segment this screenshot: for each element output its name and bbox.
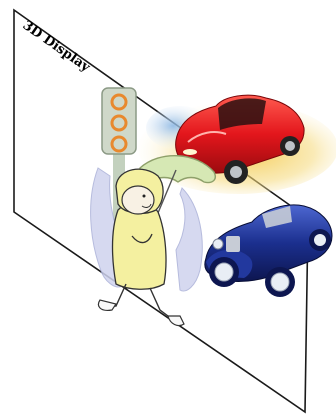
blue-car-rear-rim-2: [314, 234, 326, 246]
person-face: [122, 186, 154, 214]
traffic-light-housing: [102, 88, 136, 154]
red-car-headlight: [183, 149, 197, 155]
blue-car-grille: [226, 236, 240, 252]
blue-car: [205, 205, 332, 297]
person-eye: [143, 195, 146, 198]
person-shoe-right: [168, 316, 184, 326]
person-coat: [113, 202, 167, 289]
panel-label: 3D Display: [20, 18, 93, 76]
red-car-front-rim: [230, 166, 242, 178]
blue-car-front-rim: [215, 263, 233, 281]
blue-car-rear-rim: [271, 273, 289, 291]
blue-car-headlight: [213, 239, 223, 249]
person-shoe-left: [99, 300, 117, 310]
display-panel: [14, 10, 308, 412]
red-car-rear-rim: [285, 141, 295, 151]
red-car: [138, 95, 336, 194]
